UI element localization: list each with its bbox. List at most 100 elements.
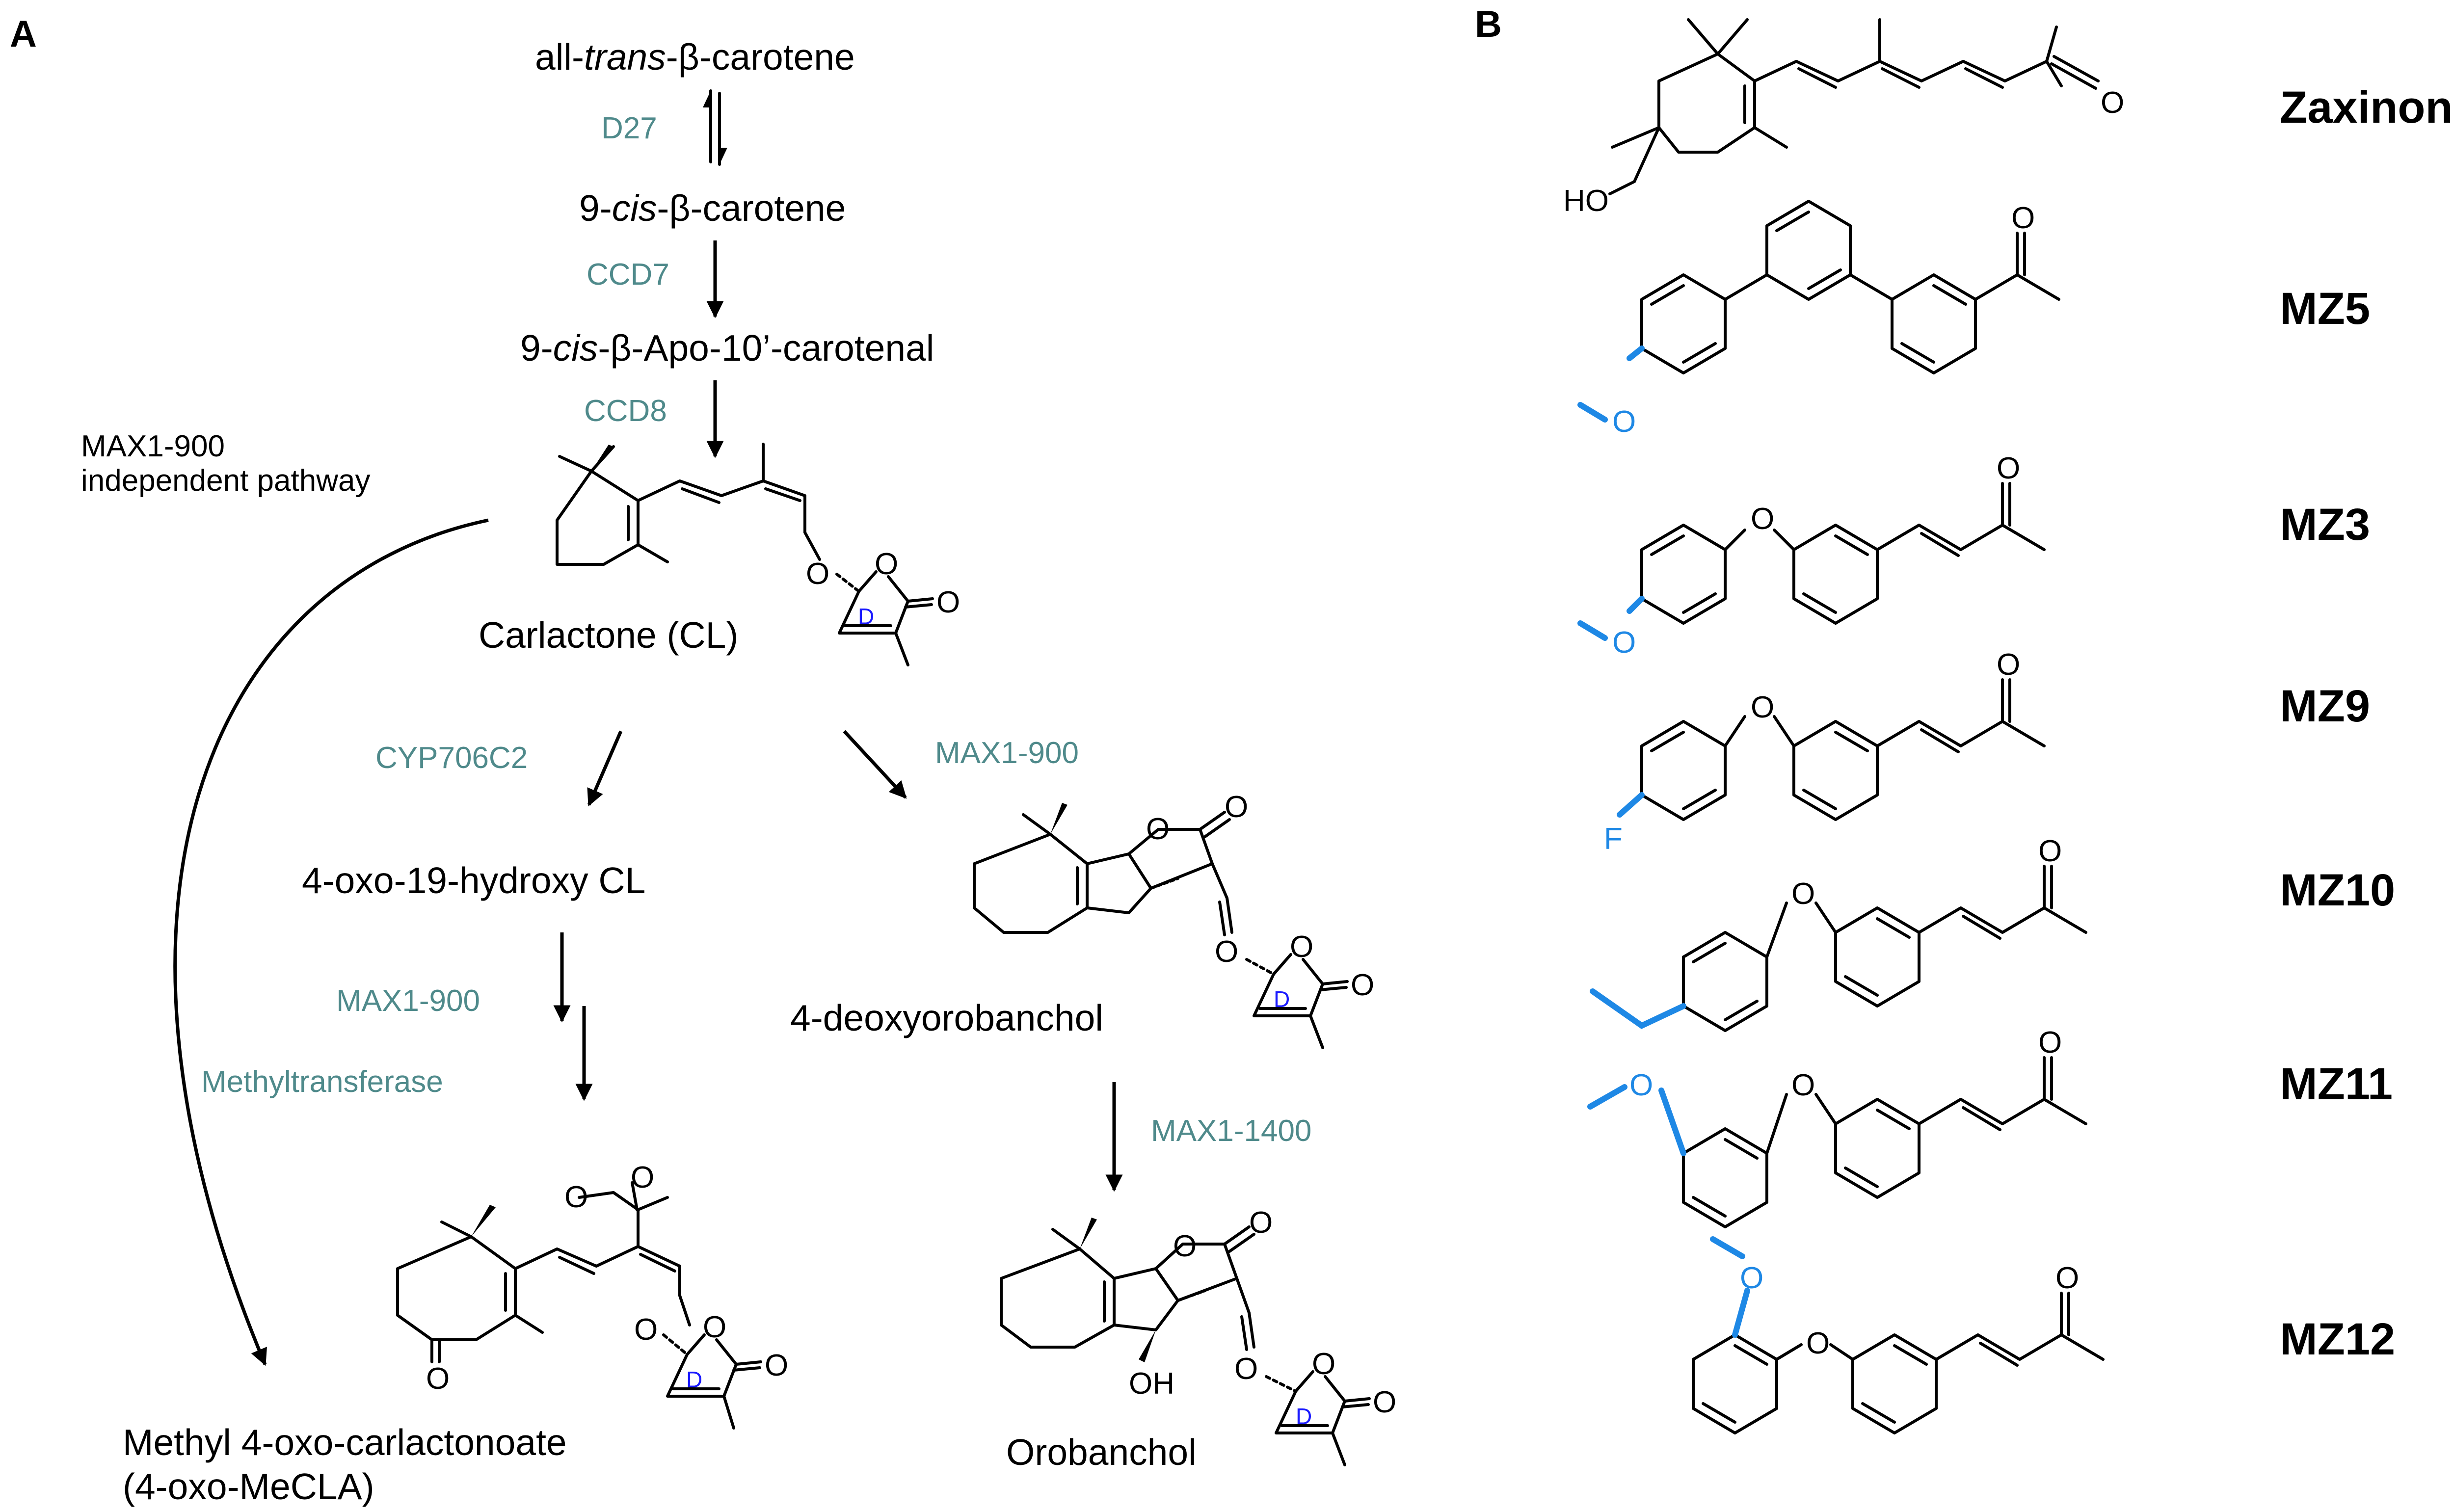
mz3-highlight-bond-a: [1627, 596, 1645, 614]
enzyme-ccd8-label: CCD8: [584, 394, 667, 428]
mz11-structure: [1682, 1056, 2087, 1228]
enzyme-max1-900-left-label: MAX1-900: [336, 984, 480, 1018]
mz9-fluoro-bond: [1617, 792, 1645, 818]
orobanchol-label: Orobanchol: [1006, 1432, 1197, 1473]
deoxyorobanchol-carbonyl-o-atom: O: [1351, 968, 1374, 1002]
orobanchol-ring-o-atom: O: [1173, 1229, 1197, 1263]
mz3-structure: [1640, 482, 2046, 625]
d27-equilibrium-arrow: [703, 89, 727, 166]
carlactone-d-ring: [835, 570, 934, 666]
4-oxo-19-hydroxy-cl-label: 4-oxo-19-hydroxy CL: [302, 860, 645, 901]
deoxyorobanchol-d-ring-label: D: [1274, 986, 1290, 1012]
enzyme-ccd7-label: CCD7: [587, 258, 669, 292]
enzyme-max1-900-right-label: MAX1-900: [935, 736, 1079, 770]
mecla-enol-o-atom: O: [634, 1313, 658, 1347]
mz10-ethyl-bonds: [1590, 988, 1686, 1029]
orobanchol-hydroxyl: OH: [1129, 1367, 1174, 1401]
zaxinone-ring-bond: [1633, 126, 1660, 183]
methyl-4-oxo-carlactonoate-structure: [396, 1181, 691, 1363]
zaxinone-o-atom: O: [2101, 86, 2124, 120]
carlactone-d-ring-label: D: [858, 604, 874, 629]
mecla-ring-o-atom: O: [703, 1310, 726, 1344]
mz11-highlight-bond-a: [1658, 1088, 1686, 1156]
deoxyorobanchol-lactone-o-atom: O: [1225, 790, 1248, 824]
mz12-carbonyl-o-atom: O: [2055, 1261, 2079, 1295]
panel-a-label: A: [10, 13, 37, 55]
analog-name-zaxinone: Zaxinone: [2280, 82, 2454, 133]
4-deoxyorobanchol-label: 4-deoxyorobanchol: [790, 997, 1103, 1038]
analog-name-mz3: MZ3: [2280, 500, 2370, 550]
deoxyorobanchol-ring-o-atom: O: [1146, 812, 1170, 846]
zaxinone-ho-bond: [1608, 180, 1636, 195]
mz11-carbonyl-o-atom: O: [2038, 1026, 2062, 1060]
analog-name-mz11: MZ11: [2280, 1059, 2393, 1109]
mz12-o-atom-blue: O: [1740, 1261, 1763, 1295]
analog-name-mz10: MZ10: [2280, 865, 2395, 915]
4-deoxyorobanchol-structure: [973, 803, 1233, 936]
mz12-ether-o-atom: O: [1806, 1326, 1830, 1360]
4-oxo-mecla-label: (4-oxo-MeCLA): [123, 1466, 374, 1507]
mz9-f-atom: F: [1604, 822, 1623, 856]
mz11-methoxy-bond: [1587, 1084, 1627, 1110]
carlactone-carbonyl-o-atom: O: [936, 585, 960, 619]
orobanchol-carbonyl-o-atom: O: [1373, 1385, 1396, 1419]
mz3-methoxy-bond: [1577, 620, 1608, 641]
carlactone-label: Carlactone (CL): [479, 614, 738, 656]
analog-name-mz5: MZ5: [2280, 284, 2370, 334]
mecla-ester-carbonyl-o-atom: O: [631, 1161, 654, 1194]
orobanchol-lactone-o-atom: O: [1249, 1206, 1273, 1240]
max1-independent-arrow: [173, 518, 489, 1366]
orobanchol-enol-o-atom: O: [1234, 1352, 1258, 1386]
mz3-ether-o-atom: O: [1751, 502, 1774, 536]
enzyme-max1-1400-label: MAX1-1400: [1151, 1114, 1311, 1148]
mz9-structure: [1640, 678, 2046, 821]
cyp706c2-arrow: [587, 730, 623, 807]
mz3-carbonyl-o-atom: O: [1997, 451, 2020, 485]
orobanchol-d-ring: [1265, 1370, 1371, 1466]
analog-name-mz9: MZ9: [2280, 681, 2370, 731]
mecla-carbonyl-o-atom: O: [765, 1349, 788, 1382]
analog-name-mz12: MZ12: [2280, 1314, 2395, 1364]
mecla-ester-o-atom: O: [564, 1180, 588, 1214]
mz9-ether-o-atom: O: [1751, 690, 1774, 724]
9-cis-apo-carotenal-label: 9-cis-β-Apo-10’-carotenal: [520, 327, 934, 369]
max1-independent-label-line1: MAX1-900: [81, 429, 225, 463]
mecla-d-ring: [662, 1333, 762, 1430]
enzyme-methyltransferase-label: Methyltransferase: [201, 1065, 443, 1099]
panel-b-label: B: [1475, 3, 1502, 45]
mecla-ketone-o-atom: O: [426, 1362, 450, 1396]
mz12-methoxy-bond: [1710, 1236, 1745, 1259]
orobanchol-d-ring-o-atom: O: [1312, 1347, 1335, 1381]
mz5-structure: [1640, 200, 2060, 374]
max1-900-right-arrow: [843, 730, 907, 799]
mecla-d-ring-label: D: [686, 1367, 702, 1392]
mz5-o-atom-blue: O: [1612, 405, 1636, 439]
methyl-4-oxo-carlactonoate-label: Methyl 4-oxo-carlactonoate: [123, 1422, 567, 1463]
enzyme-d27-label: D27: [601, 111, 657, 145]
deoxyorobanchol-d-ring-o-atom: O: [1290, 930, 1313, 964]
deoxyorobanchol-d-ring: [1245, 953, 1349, 1049]
mz12-structure: [1692, 1292, 2105, 1434]
mz5-methoxy-bond: [1577, 402, 1608, 423]
carlactone-enol-o-atom: O: [806, 557, 829, 591]
mz9-carbonyl-o-atom: O: [1997, 648, 2020, 682]
deoxyorobanchol-enol-o-atom: O: [1215, 935, 1238, 969]
mz10-carbonyl-o-atom: O: [2038, 834, 2062, 868]
enzyme-cyp706c2-label: CYP706C2: [375, 741, 528, 775]
mz10-structure: [1682, 865, 2087, 1032]
mz10-ether-o-atom: O: [1791, 877, 1815, 911]
orobanchol-structure: [1000, 1218, 1255, 1362]
mz3-o-atom-blue: O: [1612, 626, 1636, 660]
max1-independent-label-line2: independent pathway: [81, 464, 370, 498]
orobanchol-d-ring-label: D: [1296, 1404, 1312, 1429]
mz12-highlight-bond-a: [1732, 1288, 1750, 1338]
all-trans-beta-carotene-label: all-trans-β-carotene: [535, 36, 855, 78]
mz11-ether-o-atom: O: [1791, 1068, 1815, 1102]
9-cis-beta-carotene-label: 9-cis-β-carotene: [579, 187, 846, 229]
zaxinone-ho-atom: HO: [1563, 184, 1609, 218]
mz11-o-atom-blue: O: [1629, 1068, 1653, 1102]
carlactone-ring-o-atom: O: [875, 547, 898, 581]
zaxinone-structure: [1611, 18, 2100, 154]
mz5-o-atom: O: [2011, 201, 2035, 235]
